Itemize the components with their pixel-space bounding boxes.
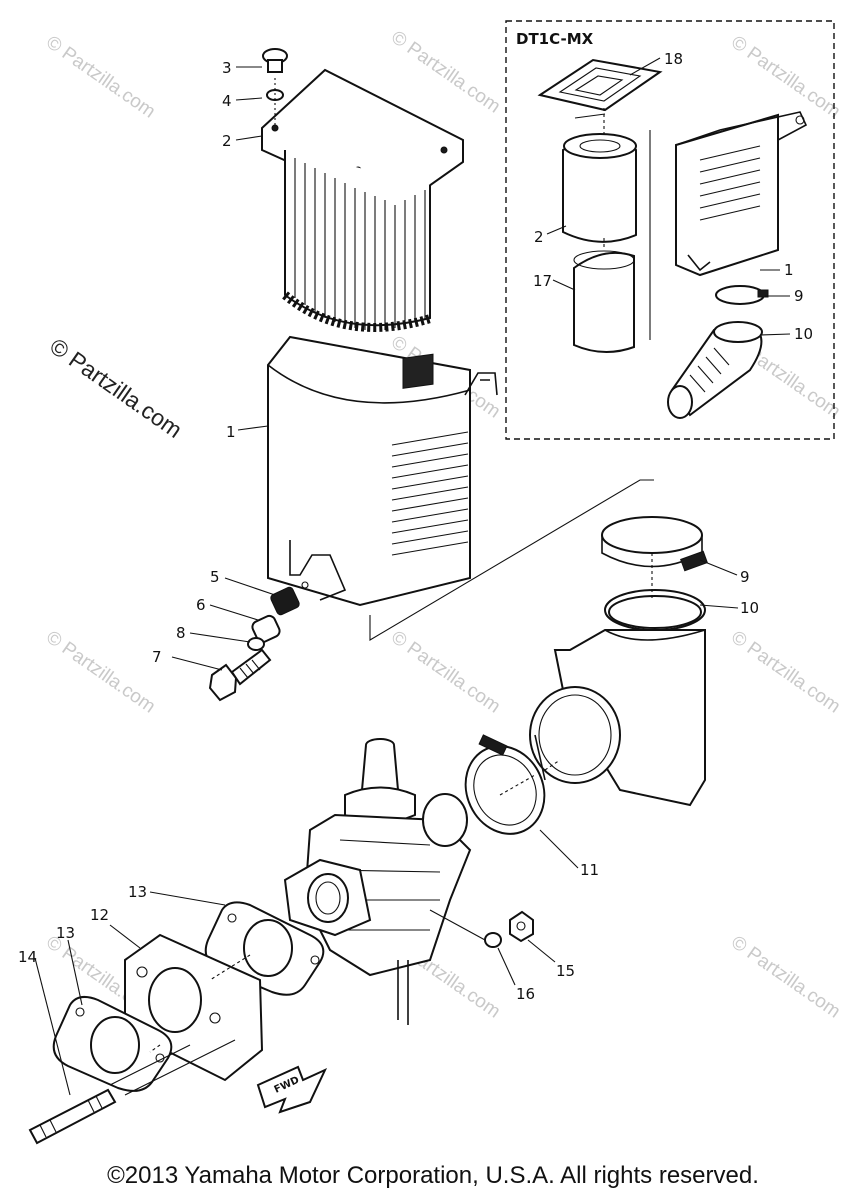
callout-1: 1 — [784, 261, 794, 279]
callout-9: 9 — [794, 287, 804, 305]
callout-7: 7 — [152, 648, 162, 666]
inset-joint — [667, 321, 763, 419]
callout-13: 13 — [128, 883, 147, 901]
inset-border — [505, 20, 835, 440]
inset-filter-element — [562, 133, 637, 243]
callout-4: 4 — [222, 92, 232, 110]
watermark: © Partzilla.com — [387, 627, 504, 718]
carburetor-clamp — [464, 734, 546, 835]
mounting-hardware — [208, 586, 300, 702]
callout-8: 8 — [176, 624, 186, 642]
filter-element — [261, 68, 464, 332]
callout-12: 12 — [90, 906, 109, 924]
callout-18: 18 — [664, 50, 683, 68]
watermark: © Partzilla.com — [727, 932, 844, 1023]
inset-air-case — [675, 111, 808, 277]
inset-inner-frame — [573, 250, 635, 353]
watermark: © Partzilla.com — [42, 627, 159, 718]
screw-and-washer — [262, 48, 288, 125]
callout-2: 2 — [534, 228, 544, 246]
callout-17: 17 — [533, 272, 552, 290]
inset-gasket-plate — [537, 58, 663, 112]
copyright-notice: ©2013 Yamaha Motor Corporation, U.S.A. A… — [107, 1162, 759, 1189]
callout-13: 13 — [56, 924, 75, 942]
air-case — [267, 335, 498, 607]
callout-5: 5 — [210, 568, 220, 586]
leader-lines — [34, 57, 791, 1096]
stud-bolt — [28, 1088, 117, 1145]
callout-6: 6 — [196, 596, 206, 614]
callout-9: 9 — [740, 568, 750, 586]
watermark-main: © Partzilla.com — [45, 333, 187, 443]
hose-clamp — [601, 516, 708, 572]
callout-10: 10 — [740, 599, 759, 617]
forward-arrow: FWD — [256, 1065, 328, 1114]
watermark: © Partzilla.com — [42, 32, 159, 123]
watermark: © Partzilla.com — [727, 627, 844, 718]
callout-16: 16 — [516, 985, 535, 1003]
inset-clamp — [715, 285, 769, 305]
callout-10: 10 — [794, 325, 813, 343]
callout-2: 2 — [222, 132, 232, 150]
inset-dt1c-mx: DT1C-MX — [505, 20, 835, 440]
gasket-lower — [52, 995, 173, 1092]
callout-labels: 3 4 2 1 5 6 8 7 9 10 11 13 12 13 14 15 1… — [18, 50, 813, 1003]
nut-and-washer — [484, 910, 534, 948]
inset-title: DT1C-MX — [516, 30, 594, 48]
callout-11: 11 — [580, 861, 599, 879]
watermark: © Partzilla.com — [727, 32, 844, 123]
carburetor — [283, 738, 472, 1025]
callout-15: 15 — [556, 962, 575, 980]
watermark: © Partzilla.com — [387, 27, 504, 118]
callout-1: 1 — [226, 423, 236, 441]
callout-3: 3 — [222, 59, 232, 77]
intake-joint — [529, 589, 706, 807]
callout-14: 14 — [18, 948, 37, 966]
